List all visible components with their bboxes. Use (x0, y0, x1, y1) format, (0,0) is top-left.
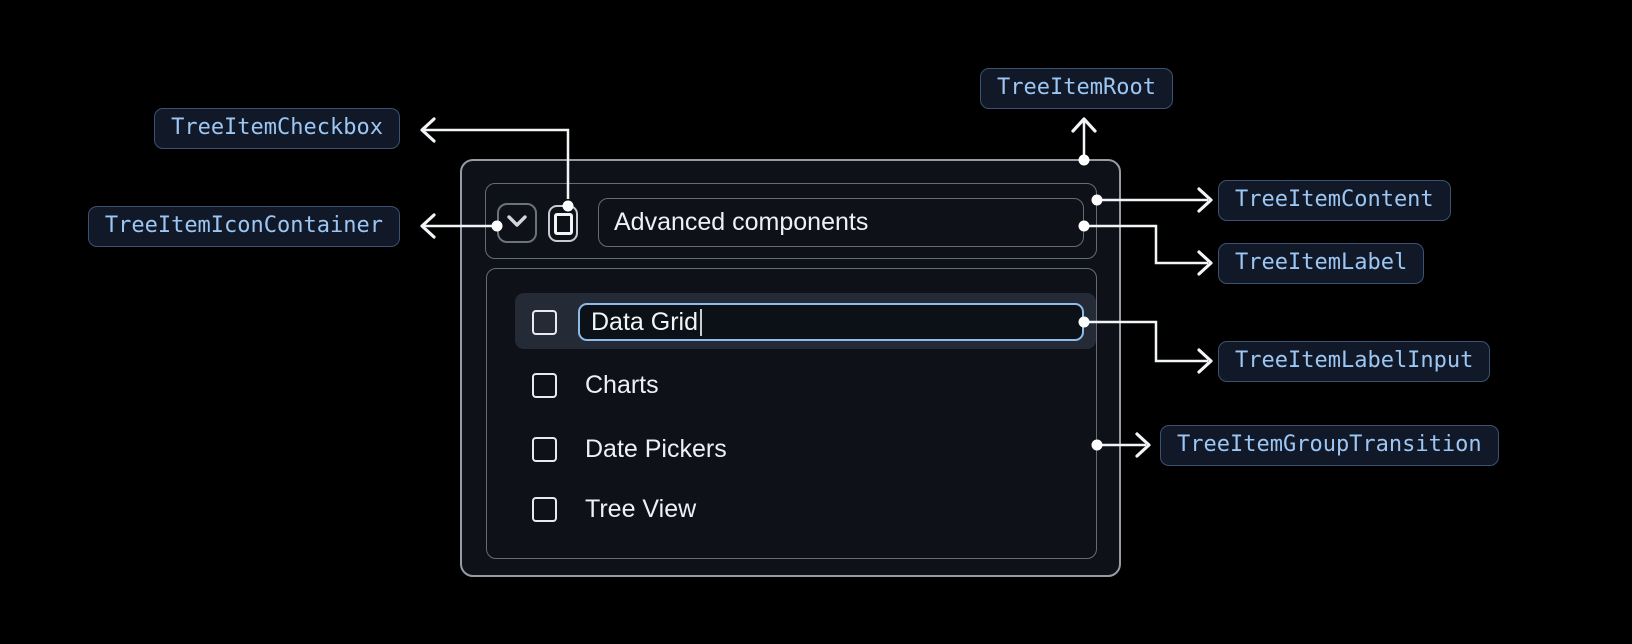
tree-item-label: Advanced components (598, 198, 1084, 247)
parent-checkbox[interactable] (548, 205, 578, 242)
badge-tree-item-group-transition: TreeItemGroupTransition (1160, 425, 1499, 466)
checkbox-unchecked-icon[interactable] (532, 437, 557, 462)
badge-tree-item-root: TreeItemRoot (980, 68, 1173, 109)
tree-item-content[interactable] (485, 183, 1097, 259)
chevron-down-icon (506, 214, 528, 233)
tree-item-group-transition (486, 268, 1097, 559)
checkbox-unchecked-icon[interactable] (532, 497, 557, 522)
badge-tree-item-checkbox: TreeItemCheckbox (154, 108, 400, 149)
badge-tree-item-label: TreeItemLabel (1218, 243, 1425, 284)
tree-row-label[interactable]: Charts (585, 371, 659, 399)
badge-tree-item-icon-container: TreeItemIconContainer (87, 206, 400, 247)
text-cursor (699, 308, 702, 336)
label-input-value: Data Grid (591, 307, 698, 336)
tree-item-label-text: Advanced components (614, 208, 869, 236)
checkbox-unchecked-icon[interactable] (532, 373, 557, 398)
badge-tree-item-label-input: TreeItemLabelInput (1218, 341, 1491, 382)
tree-row-label[interactable]: Tree View (585, 495, 697, 523)
badge-tree-item-content: TreeItemContent (1218, 180, 1451, 221)
tree-item-label-input[interactable]: Data Grid (578, 303, 1084, 341)
tree-row-label[interactable]: Date Pickers (585, 435, 727, 463)
checkbox-unchecked-icon (553, 212, 573, 235)
checkbox-unchecked-icon[interactable] (532, 310, 557, 335)
tree-item-icon-container[interactable] (497, 203, 537, 243)
